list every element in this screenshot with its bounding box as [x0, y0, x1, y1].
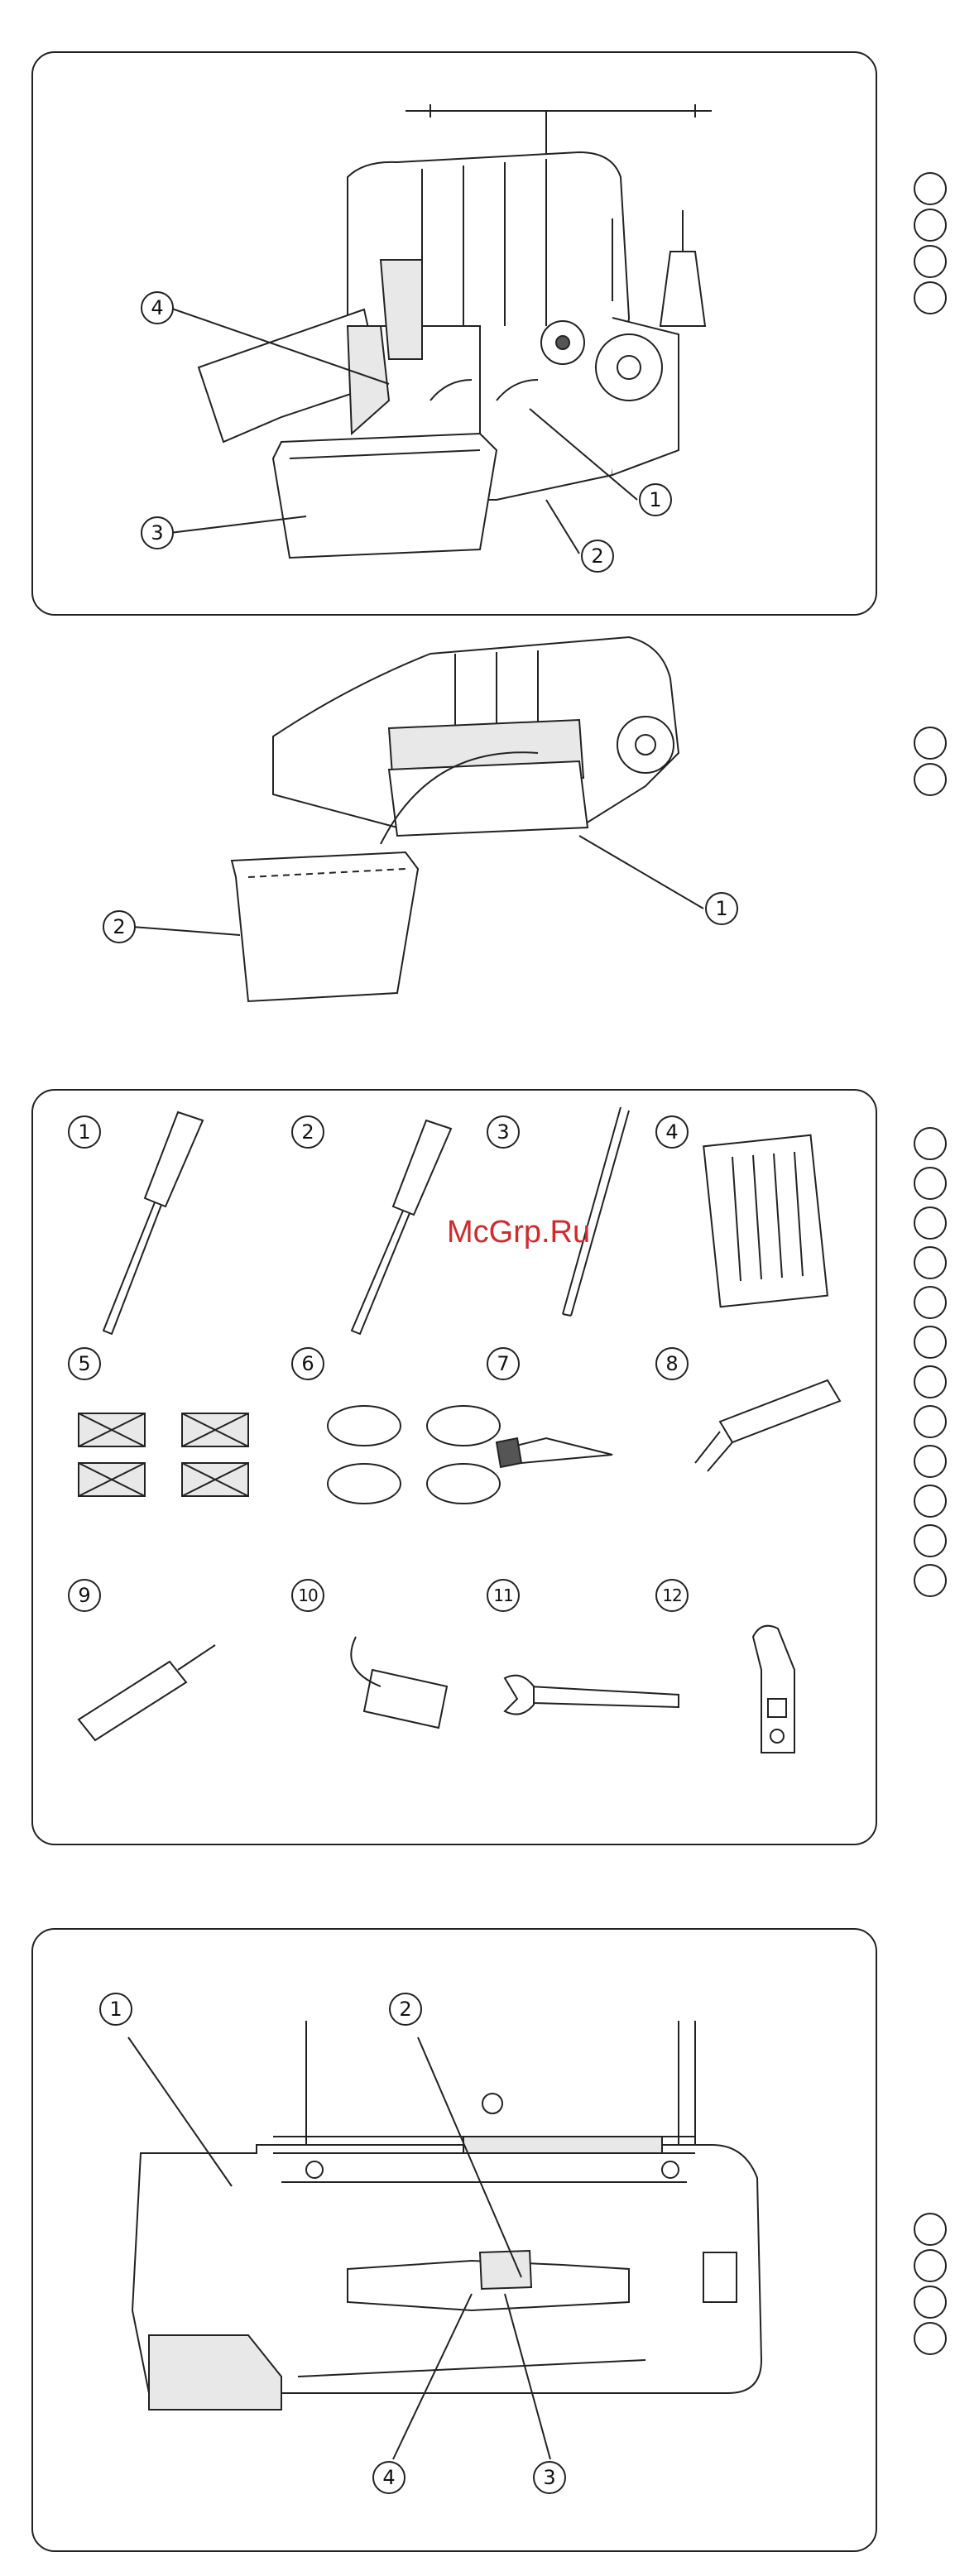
marker-circle	[914, 1365, 947, 1398]
callout-2: 2	[103, 910, 136, 943]
callout-12: 12	[655, 1579, 689, 1612]
callout-6: 6	[291, 1347, 324, 1380]
callout-3: 3	[487, 1115, 520, 1149]
callout-1: 1	[705, 892, 738, 925]
callout-4: 4	[372, 2461, 406, 2494]
trim-bin-removal-illustration	[0, 629, 955, 1018]
callout-9: 9	[68, 1579, 101, 1612]
marker-circle	[914, 2213, 947, 2246]
callout-2: 2	[581, 540, 614, 573]
callout-1: 1	[68, 1115, 101, 1149]
marker-circle	[914, 1564, 947, 1597]
underside-illustration	[33, 1930, 879, 2554]
marker-circle	[914, 1445, 947, 1478]
callout-2: 2	[389, 1993, 422, 2026]
marker-circle	[914, 1485, 947, 1518]
marker-circle	[914, 2322, 947, 2355]
marker-circle	[914, 172, 947, 205]
marker-circle	[914, 1326, 947, 1359]
marker-circle	[914, 1405, 947, 1438]
callout-10: 10	[291, 1579, 324, 1612]
figure-removing-trim-bin: 2 1	[0, 629, 955, 1018]
callout-2: 2	[291, 1115, 324, 1149]
figure-panel-underside-storage: 1 2 4 3	[31, 1928, 877, 2552]
callout-5: 5	[68, 1347, 101, 1380]
callout-1: 1	[639, 483, 672, 516]
marker-circle	[914, 2249, 947, 2282]
marker-circle	[914, 281, 947, 314]
marker-circle	[914, 245, 947, 278]
callout-7: 7	[487, 1347, 520, 1380]
marker-circle	[914, 1206, 947, 1240]
callout-1: 1	[99, 1993, 132, 2026]
callout-11: 11	[487, 1579, 520, 1612]
marker-circle	[914, 727, 947, 760]
marker-circle	[914, 1167, 947, 1200]
callout-8: 8	[655, 1347, 689, 1380]
marker-circle	[914, 1524, 947, 1557]
callout-3: 3	[533, 2461, 566, 2494]
marker-circle	[914, 1127, 947, 1160]
marker-circle	[914, 209, 947, 242]
figure-panel-serger-trim-bin: 4 3 1 2	[31, 51, 877, 616]
watermark-text: McGrp.Ru	[447, 1215, 590, 1250]
marker-circle	[914, 1286, 947, 1319]
marker-circle	[914, 2286, 947, 2319]
callout-4: 4	[141, 291, 174, 324]
callout-4: 4	[655, 1115, 689, 1149]
figure-panel-accessories: 1 2 3 4 5 6 7 8 9 10 11 12	[31, 1089, 877, 1845]
marker-circle	[914, 763, 947, 796]
marker-circle	[914, 1246, 947, 1279]
accessories-illustration	[33, 1091, 879, 1847]
callout-3: 3	[141, 516, 174, 549]
